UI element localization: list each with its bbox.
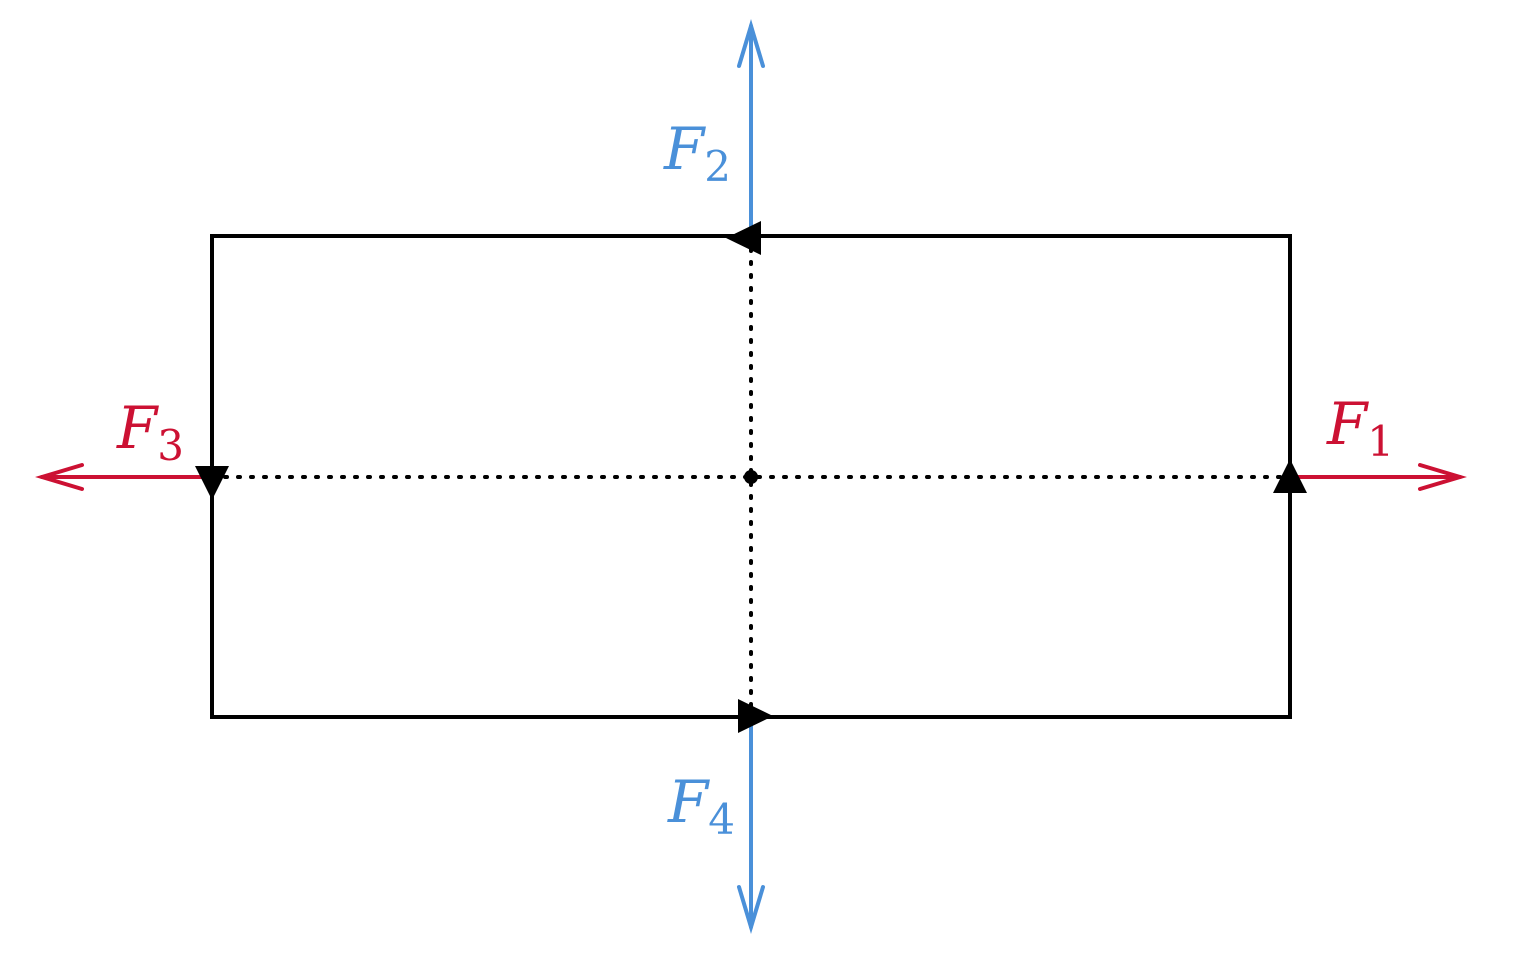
force-f2-label: F2 (663, 115, 731, 191)
force-f1-label: F1 (1326, 390, 1394, 466)
current-arrow-right (1273, 459, 1307, 493)
current-arrow-top (726, 221, 761, 255)
force-f4-label: F4 (667, 768, 735, 844)
force-f1-arrow (1288, 463, 1467, 491)
force-f2-arrow (737, 19, 765, 238)
current-arrow-left (195, 466, 229, 500)
force-f4-arrow (737, 715, 765, 934)
force-f3-arrow (35, 463, 214, 491)
force-f3-label: F3 (116, 394, 184, 470)
center-dot (744, 470, 758, 484)
current-arrow-bottom (738, 699, 773, 733)
